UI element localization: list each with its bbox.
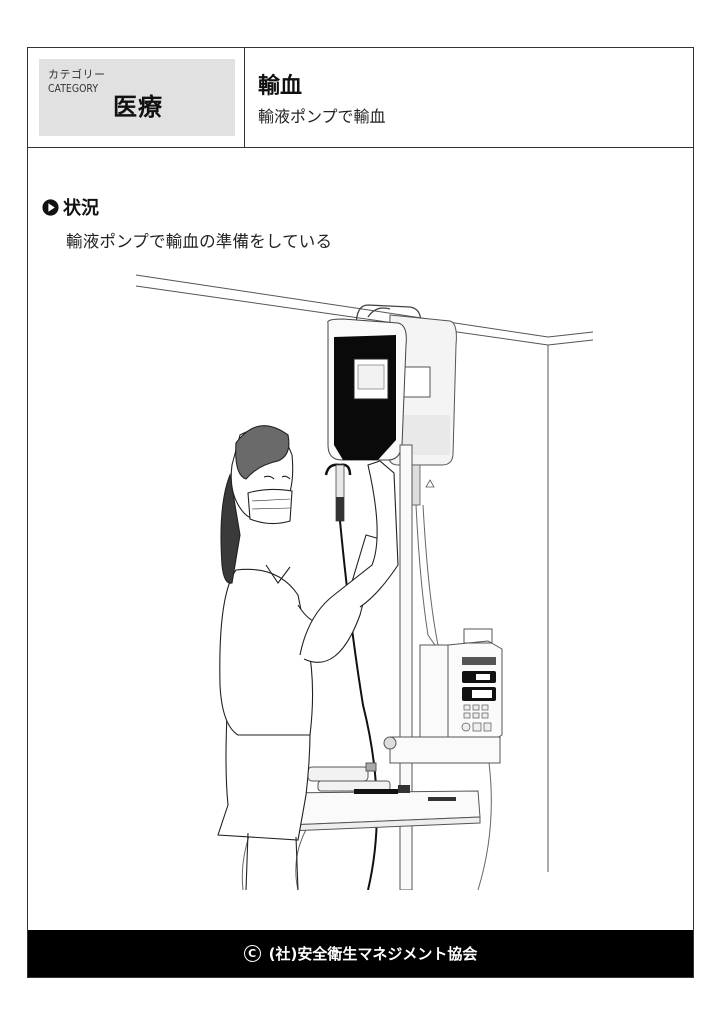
blood-line [339, 520, 378, 890]
blood-bag [324, 318, 407, 522]
category-value: 医療 [113, 93, 163, 121]
title-cell: 輸血 輸液ポンプで輸血 [245, 48, 693, 147]
page-subtitle: 輸液ポンプで輸血 [258, 107, 386, 126]
footer-organization: (社)安全衛生マネジメント協会 [268, 945, 478, 963]
category-label-jp: カテゴリー [48, 68, 106, 81]
play-circle-icon [42, 198, 59, 216]
situation-heading: 状況 [42, 194, 99, 220]
iv-pole [399, 444, 413, 890]
category-box: カテゴリー CATEGORY 医療 [39, 59, 235, 136]
footer: C (社)安全衛生マネジメント協会 [28, 930, 693, 977]
page-title: 輸血 [258, 74, 303, 99]
situation-text: 輸液ポンプで輸血の準備をしている [66, 232, 333, 251]
nurse [217, 425, 399, 890]
ceiling-rail [135, 274, 594, 872]
copyright-icon: C [243, 945, 261, 962]
infusion-pump [383, 628, 503, 764]
page-frame: カテゴリー CATEGORY 医療 輸血 輸液ポンプで輸血 状況 輸液ポンプで輸… [27, 47, 694, 978]
syringe-pump [275, 762, 481, 833]
header-row: カテゴリー CATEGORY 医療 輸血 輸液ポンプで輸血 [28, 48, 693, 148]
situation-heading-label: 状況 [63, 198, 99, 219]
illustration [135, 274, 594, 890]
category-label-en: CATEGORY [48, 82, 99, 95]
category-cell: カテゴリー CATEGORY 医療 [28, 48, 245, 147]
